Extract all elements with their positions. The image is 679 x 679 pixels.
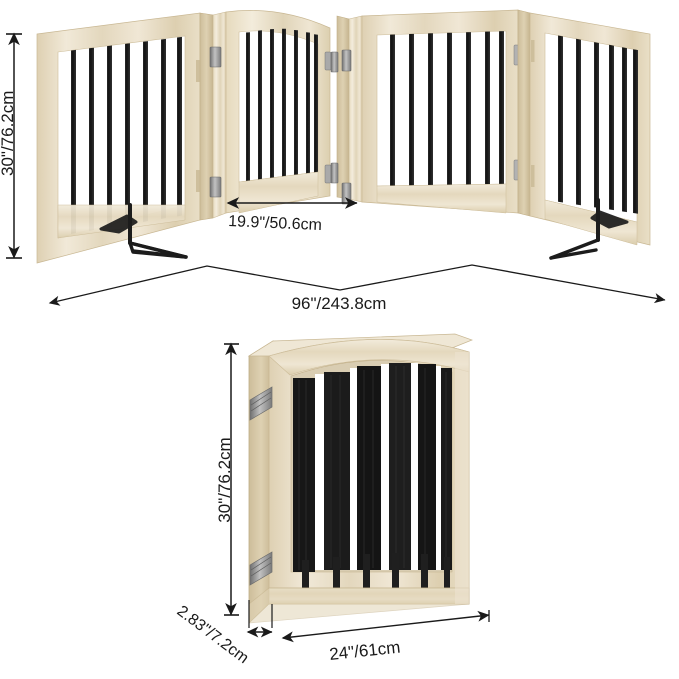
dimension-total-width: 96"/243.8cm [48,264,666,313]
dimension-label-height-top: 30"/76.2cm [0,91,17,176]
folded-slat-tails [302,553,450,598]
dimension-label-panel-width: 19.9"/50.6cm [228,213,322,234]
panel-1-support-foot [99,203,188,259]
dimension-panel-width: 19.9"/50.6cm [226,197,358,234]
panel-4-hinge-marks [531,40,535,187]
folded-stacked-slats [293,363,452,572]
panel-2-slats [246,28,318,182]
folded-hinge-lower [249,551,273,586]
dimension-label-total-width: 96"/243.8cm [292,294,387,313]
dimension-label-height-bottom: 30"/76.2cm [215,437,234,522]
panel-1-hinge-marks [196,60,200,192]
panel-3-slats [390,31,504,186]
gate-panel-2 [199,10,332,221]
folded-hinge-upper [249,386,273,421]
expanded-gate-view: 30"/76.2cm 19.9"/50.6cm 96"/243.8cm [0,9,666,313]
gate-panel-3 [330,9,519,214]
folded-gate-view: 30"/76.2cm 2.83"/7.2cm 24"/61cm [174,333,490,667]
gate-panel-1 [36,12,201,264]
panel-2-hinges [209,46,332,198]
folded-right-stile [455,352,469,604]
panel-1-slats [71,36,182,235]
panel-4-support-foot [549,198,629,260]
panel-3-hinges [330,44,519,205]
dimension-height-bottom: 30"/76.2cm [215,342,239,616]
gate-panel-4 [517,9,651,246]
dimension-height-top: 30"/76.2cm [0,32,22,259]
panel-4-slats [558,35,638,214]
